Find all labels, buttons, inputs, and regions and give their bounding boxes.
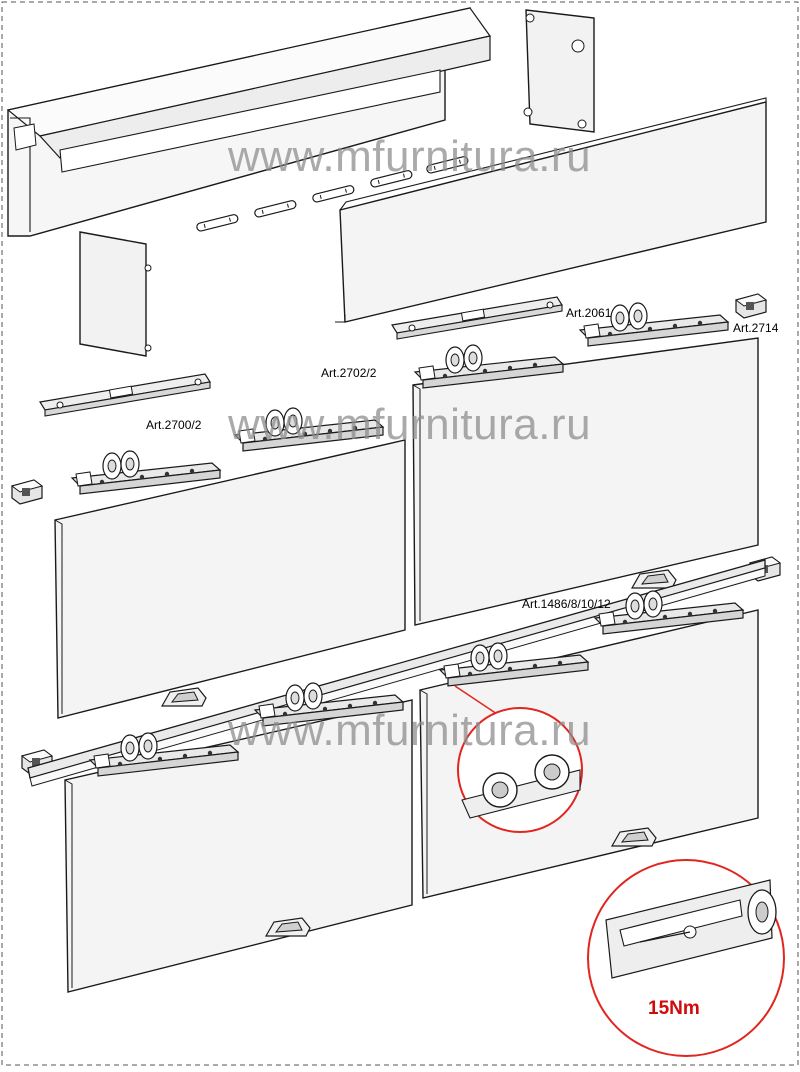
stopper-left xyxy=(11,479,43,505)
floor-guide-left xyxy=(161,687,207,707)
label-art-2702-2: Art.2702/2 xyxy=(321,366,377,380)
lower-track-assembly xyxy=(27,559,766,787)
label-art-2700-2: Art.2700/2 xyxy=(146,418,202,432)
end-cap-left xyxy=(79,231,152,357)
top-track-profile xyxy=(6,7,492,237)
watermark-text: www.mfurnitura.ru xyxy=(228,132,592,181)
detail-zoom-screws xyxy=(454,685,583,833)
soft-close-damper-lower xyxy=(39,373,211,417)
door-panel-lower-left xyxy=(64,699,413,993)
watermark-text: www.mfurnitura.ru xyxy=(228,706,592,755)
label-art-1486: Art.1486/8/10/12 xyxy=(522,597,611,611)
label-art-2714: Art.2714 xyxy=(733,321,779,335)
stopper-art-2714 xyxy=(735,293,767,319)
door-panel-right xyxy=(412,337,759,626)
label-art-2061: Art.2061 xyxy=(566,306,612,320)
watermark-text: www.mfurnitura.ru xyxy=(228,400,592,449)
detail-zoom-torque xyxy=(587,859,785,1057)
cover-fascia-plate xyxy=(335,97,767,323)
door-panel-left xyxy=(54,439,406,719)
torque-value: 15Nm xyxy=(648,998,700,1019)
end-cap-right xyxy=(523,9,595,133)
